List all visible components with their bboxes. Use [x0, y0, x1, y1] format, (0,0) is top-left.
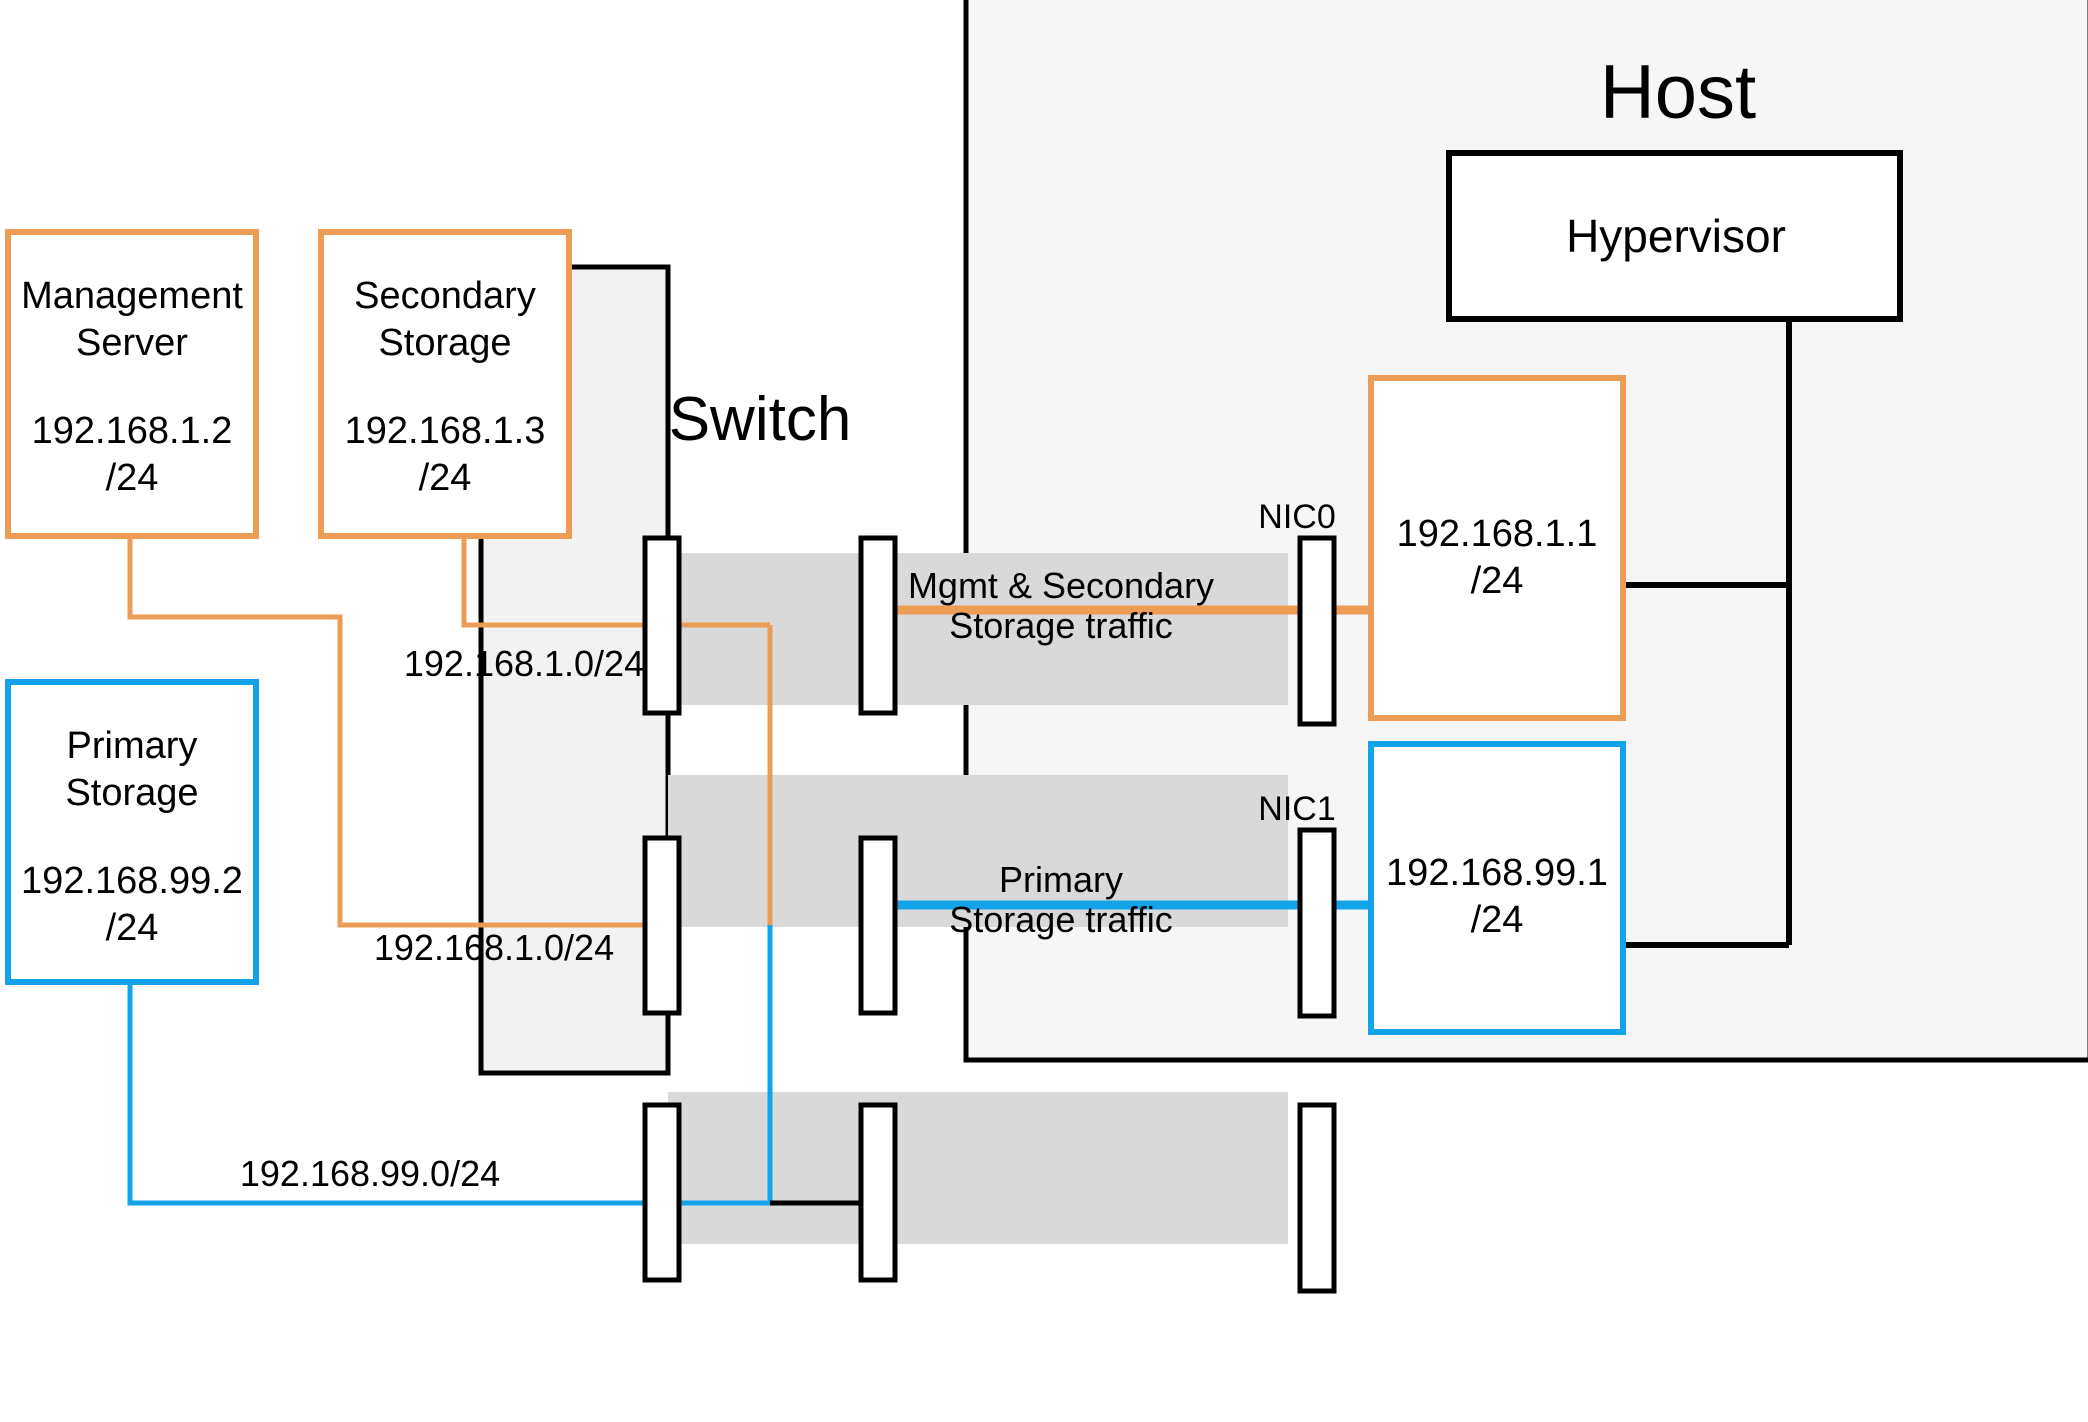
link-primary-storage: [127, 982, 770, 1206]
hypervisor-label: Hypervisor: [1566, 210, 1786, 262]
traffic-label-primary-line1: Primary: [999, 859, 1123, 900]
nic0-mask: /24: [1471, 560, 1524, 602]
traffic-label-primary-line2: Storage traffic: [949, 899, 1172, 940]
nic1-ip-box[interactable]: [1368, 741, 1626, 1035]
secondary-storage-mask: /24: [419, 457, 472, 499]
host-nic0-port[interactable]: [1297, 535, 1337, 727]
host-nic1-port[interactable]: [1297, 827, 1337, 1019]
nic1-port-label: NIC1: [1258, 790, 1335, 828]
subnet-label-primary: 192.168.99.0/24: [240, 1153, 500, 1194]
host-nic2-port[interactable]: [1297, 1102, 1337, 1294]
switch-port-left-1[interactable]: [642, 535, 682, 716]
nic1-ip: 192.168.99.1: [1386, 852, 1608, 894]
traffic-label-mgmt-line1: Mgmt & Secondary: [908, 565, 1214, 606]
management-server-ip: 192.168.1.2: [32, 410, 233, 452]
primary-storage-line1: Primary: [67, 725, 198, 767]
switch-label: Switch: [669, 385, 852, 454]
nic1-mask: /24: [1471, 899, 1524, 941]
secondary-storage-ip: 192.168.1.3: [345, 410, 546, 452]
traffic-label-mgmt-line2: Storage traffic: [949, 605, 1172, 646]
switch-port-right-3[interactable]: [858, 1102, 898, 1283]
secondary-storage-box[interactable]: [318, 229, 572, 539]
primary-storage-box[interactable]: [5, 679, 259, 985]
primary-storage-line2: Storage: [65, 772, 198, 814]
management-server-mask: /24: [106, 457, 159, 499]
secondary-storage-line2: Storage: [378, 322, 511, 364]
nic0-ip: 192.168.1.1: [1397, 513, 1598, 555]
switch-port-left-2[interactable]: [642, 835, 682, 1016]
link-mgmt-server: [127, 536, 645, 928]
management-server-line2: Server: [76, 322, 188, 364]
traffic-band-unused: [668, 1092, 1288, 1244]
subnet-label-mgmt-bottom: 192.168.1.0/24: [374, 927, 614, 968]
switch-port-left-3[interactable]: [642, 1102, 682, 1283]
primary-storage-mask: /24: [106, 907, 159, 949]
nic0-ip-box[interactable]: [1368, 375, 1626, 721]
secondary-storage-line1: Secondary: [354, 275, 536, 317]
switch-port-right-1[interactable]: [858, 535, 898, 716]
primary-storage-ip: 192.168.99.2: [21, 860, 243, 902]
subnet-label-mgmt-top: 192.168.1.0/24: [404, 643, 644, 684]
nic0-port-label: NIC0: [1258, 498, 1335, 536]
management-server-box[interactable]: [5, 229, 259, 539]
switch-port-right-2[interactable]: [858, 835, 898, 1016]
host-label: Host: [1600, 50, 1756, 135]
management-server-line1: Management: [21, 275, 243, 317]
hypervisor-box[interactable]: [1446, 150, 1903, 322]
